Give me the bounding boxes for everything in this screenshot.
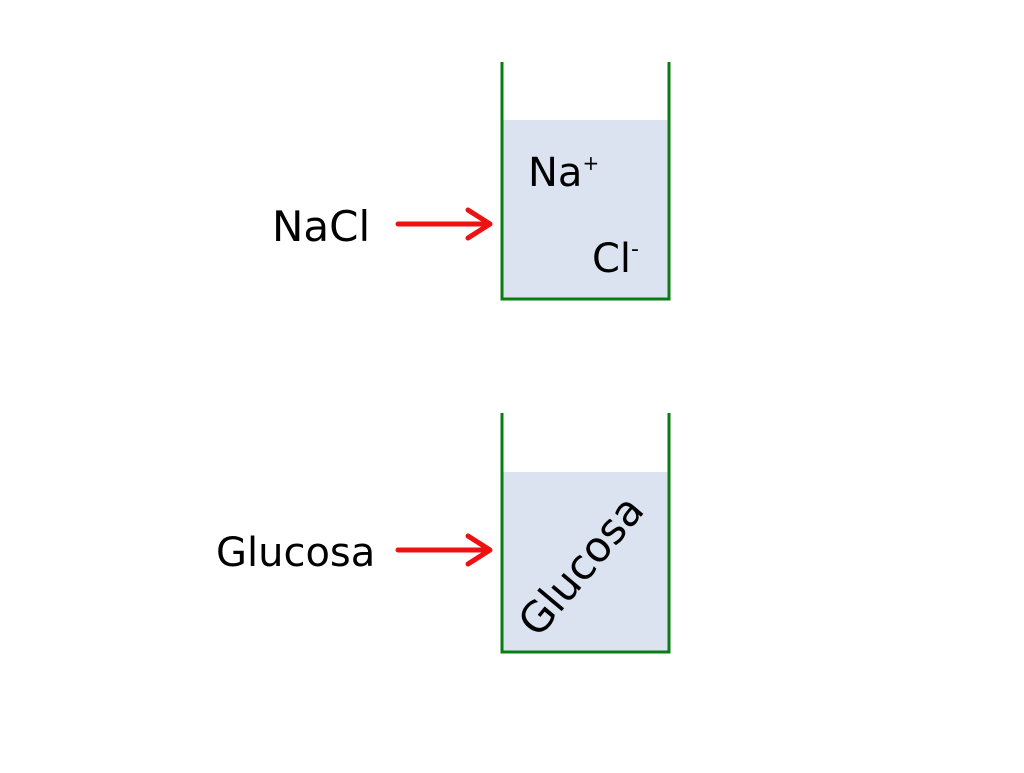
- ion-sodium-symbol: Na: [528, 150, 582, 196]
- solution-glucosa: [503, 472, 669, 652]
- solution-nacl: [503, 120, 669, 299]
- beaker-glucosa: [500, 413, 671, 654]
- row-nacl: NaCl Na+ Cl-: [272, 62, 671, 301]
- dissolve-arrow-nacl: [395, 207, 493, 241]
- beaker-nacl: [500, 62, 671, 301]
- ion-chloride-charge: -: [631, 237, 639, 262]
- ion-chloride: Cl-: [592, 236, 639, 282]
- beaker-outline-nacl: [500, 62, 671, 301]
- dissolve-arrow-glucosa: [395, 533, 493, 567]
- ion-sodium-charge: +: [582, 151, 599, 175]
- ion-chloride-symbol: Cl: [592, 236, 631, 282]
- row-glucosa: Glucosa Glucosa: [216, 413, 671, 654]
- substance-label-glucosa: Glucosa: [216, 530, 375, 576]
- substance-label-nacl: NaCl: [272, 202, 370, 251]
- beaker-outline-glucosa: [500, 413, 671, 654]
- ion-sodium: Na+: [528, 150, 599, 196]
